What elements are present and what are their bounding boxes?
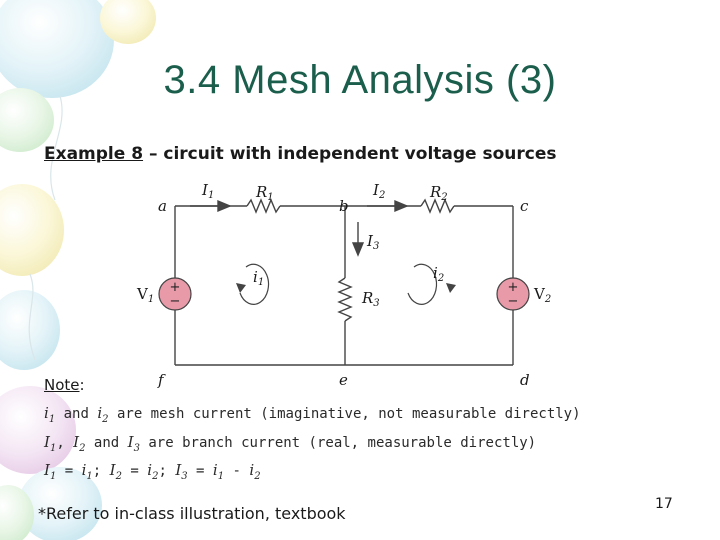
slide-title: 3.4 Mesh Analysis (3)	[163, 58, 557, 102]
balloon-string	[28, 273, 36, 361]
current-i3-label: I3	[366, 232, 379, 252]
refer-note: *Refer to in-class illustration, textboo…	[38, 504, 346, 523]
balloon-blue-bottom	[18, 467, 102, 540]
balloon-yellow-top	[100, 0, 156, 44]
note-colon: :	[79, 376, 85, 394]
mesh-current-i2-label: i2	[433, 264, 444, 284]
resistor-r2-label: R2	[429, 183, 448, 203]
note-label: Note	[44, 376, 80, 394]
v2-minus-sign: −	[508, 294, 519, 309]
mesh-loop-i2-head	[446, 283, 456, 293]
v1-plus-sign: +	[170, 280, 181, 295]
resistor-r1-label: R1	[255, 183, 274, 203]
source-v1-label: V1	[136, 285, 154, 305]
balloon-string	[50, 95, 63, 201]
resistor-r2	[420, 198, 455, 214]
note-line-relations: I1 = i1; I2 = i2; I3 = i1 - i2	[44, 461, 261, 482]
arrow-i2-head	[394, 199, 409, 213]
balloon-green-top	[0, 88, 54, 152]
node-a-label: a	[158, 197, 167, 215]
voltage-source-v2	[496, 277, 530, 311]
node-c-label: c	[520, 197, 529, 215]
resistor-r1	[246, 198, 281, 214]
note-heading: Note:	[44, 376, 85, 394]
voltage-source-v1	[158, 277, 192, 311]
source-v2-label: V2	[533, 285, 551, 305]
circuit-diagram: + − + − a b c d e f I1 I2 I3 R1 R2 R3 V1…	[136, 181, 551, 389]
mesh-loop-i1	[239, 263, 270, 305]
balloon-blue-top	[0, 0, 114, 98]
resistor-r3	[337, 277, 353, 322]
node-d-label: d	[520, 371, 530, 389]
current-i1-label: I1	[201, 181, 214, 201]
mesh-loop-i2	[407, 263, 438, 305]
resistor-r3-label: R3	[361, 289, 380, 309]
example-description: – circuit with independent voltage sourc…	[143, 144, 557, 164]
example-label: Example 8	[44, 144, 144, 164]
page-number: 17	[655, 496, 673, 512]
example-heading: Example 8 – circuit with independent vol…	[44, 144, 557, 164]
current-i2-label: I2	[372, 181, 385, 201]
v1-minus-sign: −	[170, 294, 181, 309]
balloon-blue-left	[0, 290, 60, 370]
mesh-current-i1-label: i1	[253, 268, 264, 288]
balloon-yellow-left	[0, 184, 64, 276]
note-line-mesh-currents: i1 and i2 are mesh current (imaginative,…	[44, 404, 581, 425]
v2-plus-sign: +	[508, 280, 519, 295]
mesh-loop-i1-head	[236, 283, 246, 293]
balloon-pink-left	[0, 386, 76, 474]
balloon-green-bottom	[0, 485, 34, 540]
node-b-label: b	[339, 197, 349, 215]
node-f-label: f	[157, 371, 166, 389]
node-e-label: e	[339, 371, 348, 389]
arrow-i1-head	[217, 199, 232, 213]
note-line-branch-currents: I1, I2 and I3 are branch current (real, …	[44, 433, 537, 454]
arrow-i3-head	[351, 242, 365, 257]
